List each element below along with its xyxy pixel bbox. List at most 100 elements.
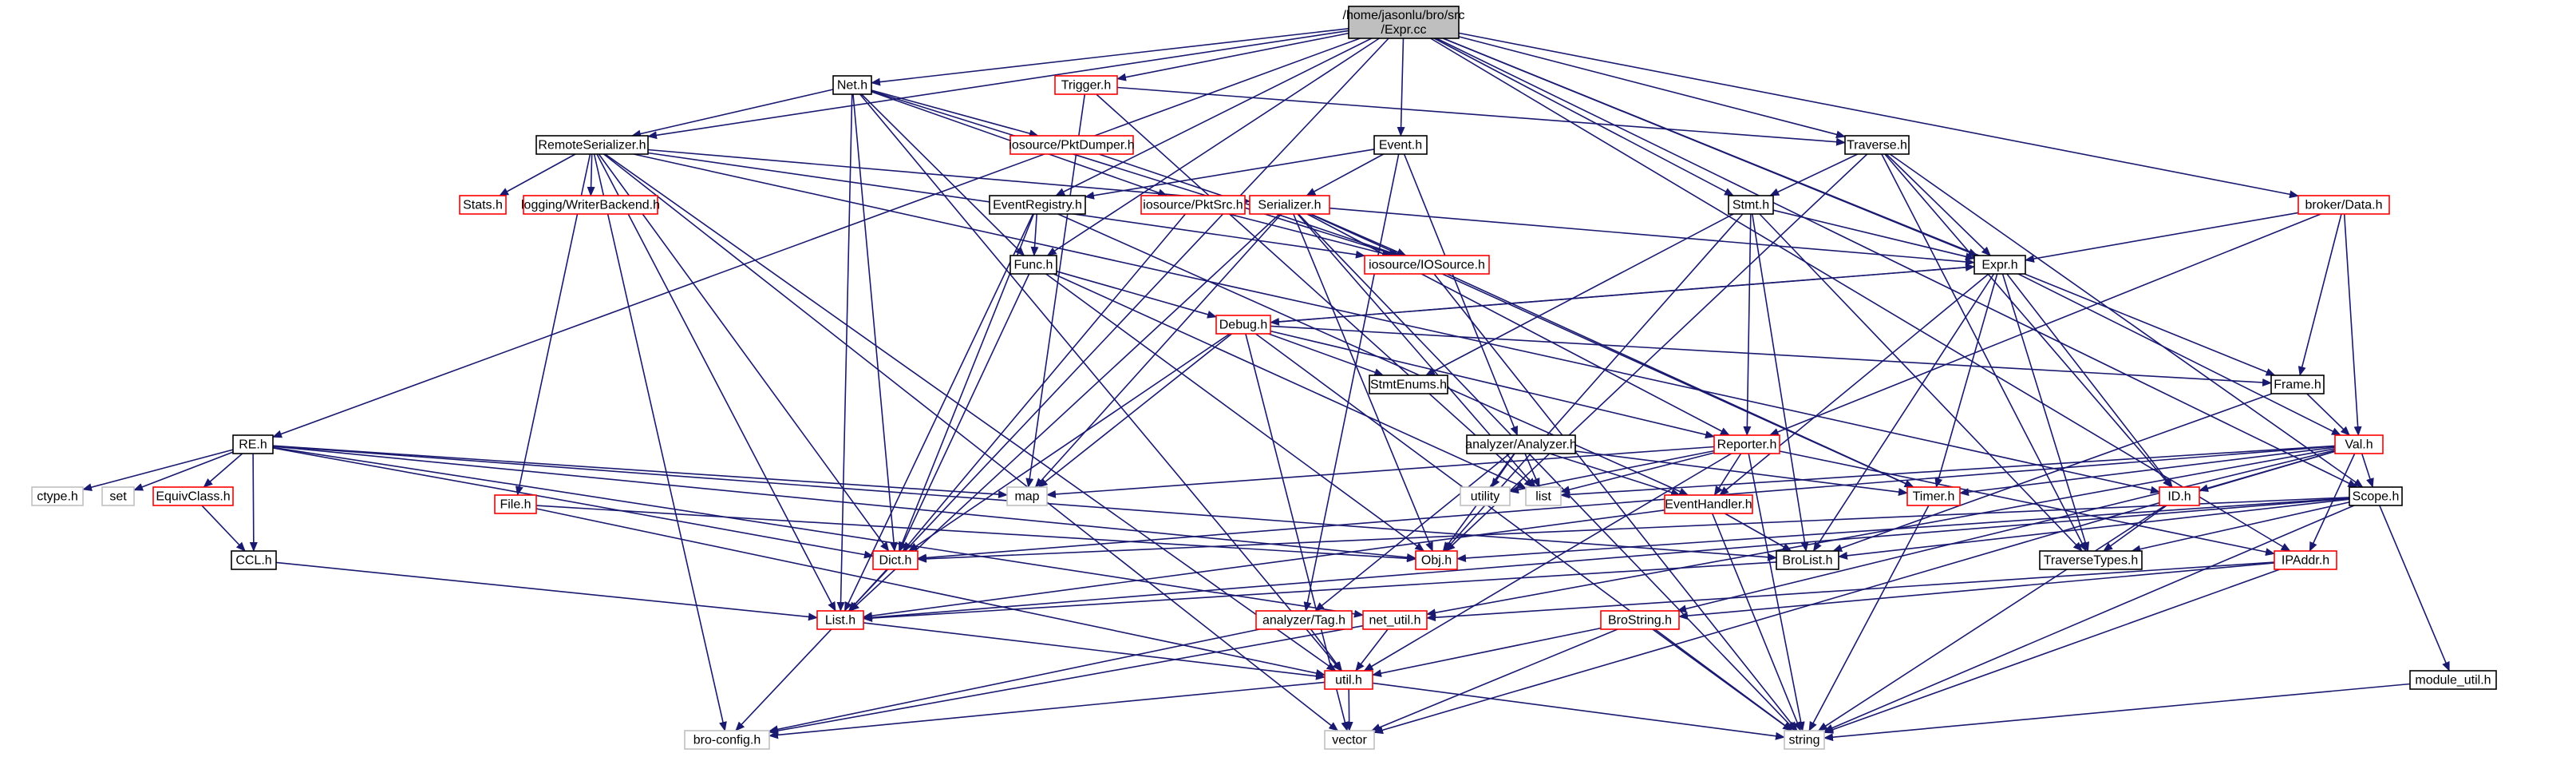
node-brostring[interactable]: BroString.h [1600,610,1680,630]
node-writerbackend[interactable]: logging/WriterBackend.h [521,195,660,215]
node-brokerdata[interactable]: broker/Data.h [2297,195,2390,215]
node-label: string [1788,734,1819,747]
node-label: Stats.h [463,199,503,212]
node-pktsrc[interactable]: iosource/PktSrc.h [1140,195,1246,215]
node-label: EquivClass.h [156,490,230,504]
edge-trigger-to-list [1096,93,1534,488]
node-box [1009,135,1134,155]
node-ccl[interactable]: CCL.h [231,550,277,570]
node-string[interactable]: string [1784,730,1825,750]
edge-event-to-eventregistry [1085,149,1375,200]
node-label: Obj.h [1421,554,1452,568]
edge-serializer-to-map [1034,213,1282,488]
node-obj[interactable]: Obj.h [1415,550,1458,570]
edge-val-to-timer [1959,446,2336,497]
edge-re-to-dict [272,447,874,559]
node-label: EventHandler.h [1665,498,1752,512]
edge-root-to-frame [1443,38,2276,376]
node-list[interactable]: list [1525,486,1562,506]
edge-file-to-util [535,508,1326,677]
node-netutil[interactable]: net_util.h [1362,610,1428,630]
node-debug[interactable]: Debug.h [1215,315,1271,335]
node-pktdumper[interactable]: iosource/PktDumper.h [1009,135,1135,155]
node-root[interactable]: /home/jasonlu/bro/src/Expr.cc [1343,6,1465,39]
edge-expr-to-timer [1934,273,1998,488]
node-file[interactable]: File.h [494,494,537,514]
node-net[interactable]: Net.h [832,75,872,95]
node-util[interactable]: util.h [1324,670,1373,690]
node-serializer[interactable]: Serializer.h [1249,195,1330,215]
node-dict[interactable]: Dict.h [872,550,919,570]
node-label: Serializer.h [1258,199,1321,212]
node-label: CCL.h [235,554,271,568]
node-stats[interactable]: Stats.h [459,195,507,215]
node-timer[interactable]: Timer.h [1906,486,1961,506]
edge-root-to-event [1397,38,1405,137]
node-brolist[interactable]: BroList.h [1776,550,1839,570]
edge-brostring-to-util [1372,627,1602,677]
node-trigger[interactable]: Trigger.h [1054,75,1118,95]
node-vector[interactable]: vector [1324,730,1375,750]
node-moduleutil[interactable]: module_util.h [2409,670,2497,690]
node-label: broker/Data.h [2305,199,2383,212]
node-remoteserializer[interactable]: RemoteSerializer.h [535,135,649,155]
node-label: list [1535,490,1551,504]
node-eventregistry[interactable]: EventRegistry.h [989,195,1086,215]
node-frame[interactable]: Frame.h [2270,375,2325,394]
edge-event-to-serializer [1306,153,1385,196]
edge-util-to-string [1372,682,1785,740]
node-expr[interactable]: Expr.h [1973,255,2026,275]
edge-root-to-trigger [1116,32,1349,81]
node-ipaddr[interactable]: IPAddr.h [2274,550,2337,570]
edge-func-to-dict [899,273,1030,552]
node-label: analyzer/Tag.h [1262,614,1345,628]
node-reporter[interactable]: Reporter.h [1713,434,1780,454]
node-utility[interactable]: utility [1460,486,1511,506]
edge-root-to-stmt [1433,38,1734,196]
edge-file-to-obj [535,505,1416,563]
edge-re-to-set [133,451,234,491]
edge-reporter-to-ipaddr [1779,450,2275,557]
node-box [1728,195,1774,215]
node-broconfig[interactable]: bro-config.h [684,730,770,750]
node-func[interactable]: Func.h [1009,255,1057,275]
node-label: iosource/PktSrc.h [1143,199,1243,212]
node-scope[interactable]: Scope.h [2349,486,2403,506]
edge-val-to-netutil [1426,448,2336,617]
node-label: Debug.h [1219,319,1268,332]
edge-util-to-broconfig [768,681,1326,739]
edge-pktsrc-to-iosource [1228,213,1393,258]
edge-stmt-to-expr [1772,209,1975,261]
node-re[interactable]: RE.h [232,434,274,454]
node-equivclass[interactable]: EquivClass.h [152,486,234,506]
node-traversetypes[interactable]: TraverseTypes.h [2039,550,2143,570]
node-box [816,610,864,630]
node-event[interactable]: Event.h [1373,135,1428,155]
edge-traverse-to-expr [1886,153,1991,256]
node-stmtenums[interactable]: StmtEnums.h [1369,375,1448,394]
node-analyzer[interactable]: analyzer/Analyzer.h [1465,434,1577,454]
node-stmt[interactable]: Stmt.h [1728,195,1774,215]
edge-expr-to-traversetypes [2001,273,2090,552]
node-analyzertag[interactable]: analyzer/Tag.h [1255,610,1353,630]
node-map[interactable]: map [1006,486,1048,506]
node-label: vector [1332,734,1367,747]
node-label: IPAddr.h [2282,554,2329,568]
node-iosource[interactable]: iosource/IOSource.h [1364,255,1490,275]
node-val[interactable]: Val.h [2334,434,2384,454]
node-set[interactable]: set [101,486,135,506]
node-label: Expr.h [1981,259,2017,272]
node-label: Dict.h [879,554,912,568]
node-idh[interactable]: ID.h [2159,486,2200,506]
edge-re-to-map [272,445,1008,499]
node-label: set [109,490,127,504]
node-traverse[interactable]: Traverse.h [1844,135,1910,155]
edge-remoteserializer-to-broconfig [593,153,727,731]
node-ctype[interactable]: ctype.h [31,486,84,506]
node-listh[interactable]: List.h [816,610,864,630]
edge-analyzertag-to-broconfig [768,628,1260,734]
node-eventhandler[interactable]: EventHandler.h [1664,494,1753,514]
edge-netutil-to-util [1355,628,1389,672]
